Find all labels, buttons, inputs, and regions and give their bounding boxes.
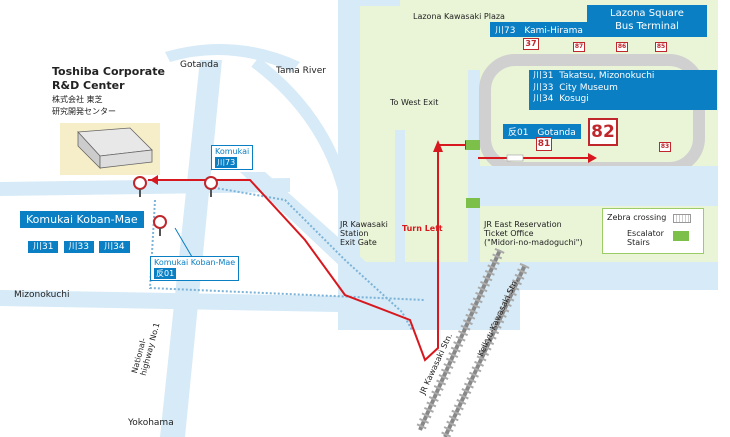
- komukai-koban-mae-title: Komukai Koban-Mae: [20, 211, 144, 228]
- legend-escalator-icon: [673, 231, 689, 241]
- gotanda-label: Gotanda: [180, 60, 219, 70]
- jr-gate-label: JR Kawasaki Station Exit Gate: [340, 220, 388, 248]
- legend: Zebra crossing Escalator Stairs: [602, 208, 704, 254]
- terminal-title-1: Lazona Square: [610, 8, 684, 19]
- stop-37: 37: [523, 38, 539, 50]
- lazona-plaza-label: Lazona Kawasaki Plaza: [413, 12, 505, 21]
- bus-stop-icons: [133, 176, 218, 236]
- terminal-title: Lazona Square Bus Terminal: [587, 5, 707, 37]
- tama-river-curve: [251, 57, 358, 262]
- toshiba-title-2: R&D Center: [52, 79, 125, 92]
- komukai-callout: Komukai 川73: [211, 145, 254, 170]
- stop-83: 83: [659, 142, 671, 152]
- koban-route-1: 川31: [28, 241, 59, 253]
- mizonokuchi-label: Mizonokuchi: [14, 290, 70, 300]
- legend-zebra: Zebra crossing: [607, 213, 667, 222]
- walking-route: [148, 144, 588, 362]
- kami-hirama-route: 川73: [495, 26, 516, 36]
- komukai-koban-mae-routes: 川31 川33 川34: [28, 234, 130, 253]
- turn-left-label: Turn Left: [402, 224, 443, 233]
- route-arrow-4: [150, 175, 158, 185]
- toshiba-jp-1: 株式会社 東芝: [52, 95, 103, 104]
- route-82-row-2: 川33 City Museum: [533, 82, 618, 93]
- zebra-marker: [506, 154, 524, 162]
- stop-82: 82: [588, 118, 618, 146]
- koban-mae-callout: Komukai Koban-Mae 反01: [150, 256, 240, 281]
- kami-hirama-name: Kami-Hirama: [524, 26, 583, 36]
- stop-86: 86: [616, 42, 628, 52]
- terminal-title-2: Bus Terminal: [615, 21, 679, 32]
- route-82-row-3: 川34 Kosugi: [533, 94, 589, 105]
- toshiba-jp-2: 研究開発センター: [52, 107, 116, 116]
- stop-87: 87: [573, 42, 585, 52]
- jr-east-label: JR East Reservation Ticket Office ("Mido…: [484, 220, 583, 248]
- route-arrow-1: [433, 140, 443, 152]
- walk-path-dotted-2: [148, 199, 426, 301]
- toshiba-building: [60, 123, 160, 175]
- routes-82-box: 川31 Takatsu, Mizonokuchi 川33 City Museum…: [529, 70, 717, 110]
- stop-85: 85: [655, 42, 667, 52]
- yokohama-label: Yokohama: [128, 418, 174, 428]
- komukai-name: Komukai: [215, 147, 250, 156]
- koban-mae-callout-route: 反01: [154, 268, 177, 279]
- route-arrow-3: [588, 153, 597, 163]
- toshiba-title-1: Toshiba Corporate: [52, 65, 165, 78]
- kami-hirama-badge: 川73 Kami-Hirama: [490, 22, 588, 37]
- koban-route-3: 川34: [99, 241, 130, 253]
- legend-zebra-icon: [673, 214, 691, 223]
- route-82-row-1: 川31 Takatsu, Mizonokuchi: [533, 71, 655, 81]
- koban-route-2: 川33: [63, 241, 94, 253]
- rail-ties: [415, 247, 530, 437]
- koban-mae-callout-name: Komukai Koban-Mae: [154, 258, 236, 267]
- tama-river-label: Tama River: [276, 66, 326, 76]
- gotanda-name: Gotanda: [537, 128, 576, 138]
- stop-81: 81: [536, 137, 552, 151]
- gotanda-badge: 反01 Gotanda: [503, 124, 581, 139]
- legend-escalator: Escalator Stairs: [627, 229, 664, 248]
- escalator-markers: [466, 140, 480, 208]
- west-exit-label: To West Exit: [390, 98, 439, 107]
- gotanda-route: 反01: [508, 128, 529, 138]
- komukai-route: 川73: [215, 157, 238, 168]
